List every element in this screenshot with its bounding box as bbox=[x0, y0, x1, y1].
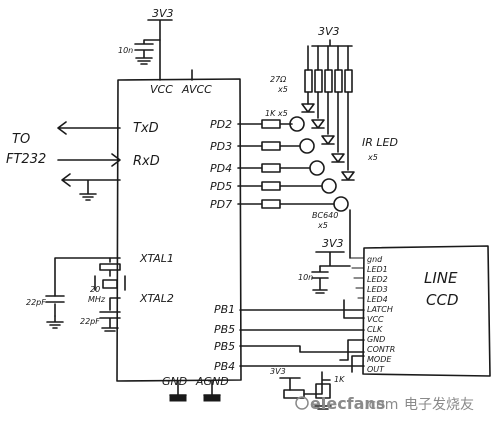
mcu-vcc: VCC bbox=[150, 83, 173, 96]
ir-led-count: x5 bbox=[367, 153, 378, 162]
mcu-xtal1: XTAL1 bbox=[139, 252, 174, 265]
ccd-title-1: LINE bbox=[424, 269, 458, 287]
ccd-module: LINE CCD gnd LED1 LED2 LED3 LED4 LATCH V… bbox=[349, 209, 491, 377]
ccd-pin-4: LED4 bbox=[367, 295, 388, 304]
mcu-txd: TxD bbox=[133, 121, 159, 136]
cap-22pf-b: 22pF bbox=[80, 317, 100, 326]
crystal-freq: 20 bbox=[90, 285, 100, 294]
pin-pd4: PD4 bbox=[210, 162, 232, 175]
transistor-count: x5 bbox=[317, 221, 328, 230]
pin-pd3: PD3 bbox=[210, 140, 232, 153]
ccd-pin-3: LED3 bbox=[367, 285, 388, 294]
crystal-unit: MHz bbox=[88, 295, 106, 304]
ft232-label: FT232 bbox=[6, 152, 46, 167]
pin-pd2: PD2 bbox=[210, 118, 232, 131]
mcu: VCC AVCC TxD RxD XTAL1 XTAL2 GND AGND PD… bbox=[116, 69, 242, 388]
ccd-pin-8: GND bbox=[367, 335, 385, 344]
watermark-cn: 电子发烧友 bbox=[404, 397, 474, 413]
top-supply: 3V3 10n bbox=[118, 7, 174, 81]
bottom-supply-label: 3V3 bbox=[270, 367, 286, 376]
ir-led-label: IR LED bbox=[362, 136, 398, 149]
base-res-label: 1K x5 bbox=[265, 109, 288, 118]
transistor-label: BC640 bbox=[312, 211, 338, 220]
cap-top-label: 10n bbox=[118, 46, 133, 55]
pin-pb1: PB1 bbox=[214, 303, 235, 316]
ccd-pin-11: OUT bbox=[367, 365, 385, 374]
wire-pb5-contr bbox=[239, 345, 365, 353]
mcu-grounds bbox=[169, 380, 221, 402]
ccd-pin-0: gnd bbox=[367, 255, 383, 264]
watermark-brand: elecfans bbox=[310, 394, 385, 413]
ccd-pin-5: LATCH bbox=[367, 305, 393, 314]
txd-arrow bbox=[57, 121, 121, 135]
gnd-arrow bbox=[61, 173, 121, 201]
to-label: TO bbox=[12, 132, 30, 147]
ccd-supply-label: 3V3 bbox=[322, 237, 344, 250]
mcu-avcc: AVCC bbox=[181, 83, 212, 96]
gnd-symbol-2 bbox=[203, 395, 221, 402]
watermark: elecfans .com 电子发烧友 bbox=[295, 394, 474, 413]
led-driver: 3V3 27Ω x5 1K x5 IR LED x5 BC640 bbox=[237, 25, 398, 230]
mcu-xtal2: XTAL2 bbox=[139, 292, 174, 305]
ccd-pin-1: LED1 bbox=[367, 265, 388, 274]
pin-pd7: PD7 bbox=[210, 198, 232, 211]
ccd-pin-6: VCC bbox=[367, 315, 384, 324]
ccd-supply: 3V3 10n bbox=[298, 237, 351, 294]
watermark-domain: .com bbox=[364, 397, 398, 413]
res-array-label: 27Ω bbox=[270, 75, 287, 84]
led-supply-label: 3V3 bbox=[318, 25, 340, 38]
ccd-pin-7: CLK bbox=[367, 325, 383, 334]
ccd-pin-9: CONTR bbox=[367, 345, 395, 354]
watermark-logo-icon bbox=[295, 396, 309, 410]
rxd-arrow bbox=[57, 153, 121, 167]
pin-pb5a: PB5 bbox=[214, 323, 235, 336]
top-supply-label: 3V3 bbox=[152, 7, 174, 20]
pin-pb4: PB4 bbox=[214, 360, 235, 373]
pot-label: 1K bbox=[334, 375, 345, 384]
serial-port: TO FT232 bbox=[6, 121, 121, 201]
ccd-pin-10: MODE bbox=[367, 355, 392, 364]
pin-pb5b: PB5 bbox=[214, 340, 235, 353]
mcu-rxd: RxD bbox=[133, 154, 160, 169]
pin-pd5: PD5 bbox=[210, 180, 232, 193]
crystal-section: 22pF 20 MHz 22pF bbox=[26, 257, 126, 332]
ccd-pin-2: LED2 bbox=[367, 275, 388, 284]
cap-ccd-label: 10n bbox=[298, 273, 313, 282]
contrast-pot: 3V3 1K bbox=[270, 367, 345, 410]
ccd-wires bbox=[239, 299, 365, 373]
res-array-count: x5 bbox=[277, 85, 288, 94]
gnd-symbol-1 bbox=[169, 395, 187, 402]
mcu-gnd: GND bbox=[162, 375, 187, 388]
ccd-title-2: CCD bbox=[426, 291, 459, 309]
cap-22pf-a: 22pF bbox=[26, 298, 46, 307]
